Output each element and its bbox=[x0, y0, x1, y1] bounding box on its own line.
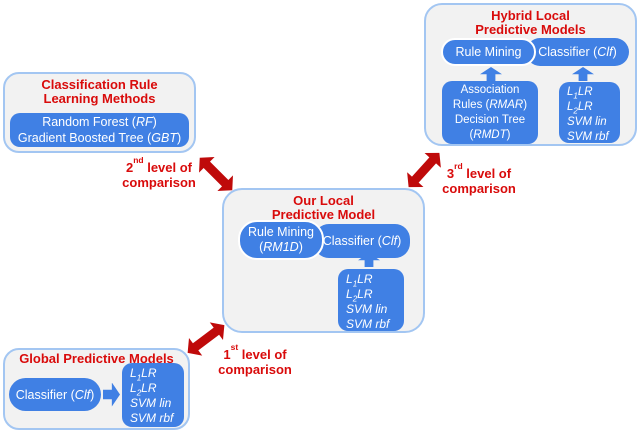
hybrid-title-line2: Predictive Models bbox=[475, 22, 586, 37]
rule-option-rmdt: (RMDT) bbox=[469, 129, 511, 141]
classification-rule-learning-box: Classification Rule Learning Methods Ran… bbox=[3, 72, 196, 153]
clf-option-svm-rbf: SVM rbf bbox=[346, 317, 390, 331]
hybrid-classifier-options-list: L1LR L2LR SVM lin SVM rbf bbox=[559, 82, 620, 143]
global-models-box: Global Predictive Models Classifier (Clf… bbox=[3, 348, 190, 430]
clf-option-svm-lin: SVM lin bbox=[346, 302, 388, 316]
clf-option-svm-lin: SVM lin bbox=[130, 395, 172, 410]
rule-option-association: Association bbox=[460, 84, 520, 96]
hybrid-rule-options-list: Association Rules (RMAR) Decision Tree (… bbox=[442, 81, 538, 144]
global-title-line1: Global Predictive Models bbox=[19, 351, 174, 366]
method-gradient-boosted-tree: Gradient Boosted Tree (GBT) bbox=[17, 131, 182, 145]
global-pipeline-row: Classifier (Clf) L1LR L2LR SVM lin SVM r… bbox=[9, 362, 184, 427]
clf-option-l1lr: L1LR bbox=[346, 272, 373, 289]
comparison-arrow-level3 bbox=[407, 152, 441, 188]
label-level2-comparison: 2nd level of comparison bbox=[109, 154, 209, 190]
label-level1-comparison: 1st level of comparison bbox=[205, 341, 305, 377]
local-rule-mining-line1: Rule Mining bbox=[247, 225, 314, 239]
clf-option-l2lr: L2LR bbox=[346, 287, 373, 304]
right-arrow-icon bbox=[103, 382, 120, 407]
hybrid-local-models-box: Hybrid Local Predictive Models Classifie… bbox=[424, 3, 637, 146]
local-title-line2: Predictive Model bbox=[271, 207, 376, 222]
hybrid-classifier-pill: Classifier (Clf) bbox=[526, 38, 629, 66]
label-level2-line2: comparison bbox=[122, 175, 196, 190]
global-classifier-pill: Classifier (Clf) bbox=[9, 378, 101, 411]
global-classifier-options-list: L1LR L2LR SVM lin SVM rbf bbox=[122, 362, 184, 427]
comparison-arrow-level1 bbox=[187, 322, 225, 356]
local-box-title: Our Local Predictive Model bbox=[224, 190, 423, 222]
local-classifier-pill: Classifier (Clf) bbox=[314, 224, 410, 258]
local-pipeline-pills: Classifier (Clf) Rule Mining (RM1D) bbox=[238, 220, 410, 260]
hybrid-rule-mining-pill: Rule Mining bbox=[441, 38, 536, 66]
rule-option-decision-tree: Decision Tree bbox=[454, 114, 526, 126]
clf-option-svm-rbf: SVM rbf bbox=[130, 410, 174, 425]
comparison-arrow-level2 bbox=[199, 157, 233, 191]
label-level1-line2: comparison bbox=[218, 362, 292, 377]
label-level1-line1: 1st level of bbox=[223, 341, 287, 362]
global-box-title: Global Predictive Models bbox=[5, 350, 188, 366]
hybrid-title-line1: Hybrid Local bbox=[491, 8, 570, 23]
rule-option-rmar: Rules (RMAR) bbox=[452, 99, 528, 111]
label-level3-comparison: 3rd level of comparison bbox=[433, 160, 525, 196]
clf-option-l1lr: L1LR bbox=[130, 365, 157, 382]
method-random-forest: Random Forest (RF) bbox=[42, 115, 157, 129]
up-arrow-icon bbox=[572, 67, 594, 81]
clf-option-l2lr: L2LR bbox=[567, 101, 593, 116]
classification-methods-list: Random Forest (RF) Gradient Boosted Tree… bbox=[10, 113, 189, 147]
up-arrow-icon bbox=[480, 67, 502, 81]
clf-option-l1lr: L1LR bbox=[567, 86, 593, 101]
classification-title-line2: Learning Methods bbox=[43, 91, 156, 106]
clf-option-svm-lin: SVM lin bbox=[567, 116, 607, 128]
label-level3-line1: 3rd level of bbox=[446, 160, 512, 181]
label-level3-line2: comparison bbox=[442, 181, 516, 196]
classification-title-line1: Classification Rule bbox=[41, 77, 158, 92]
our-local-model-box: Our Local Predictive Model Classifier (C… bbox=[222, 188, 425, 333]
classification-box-title: Classification Rule Learning Methods bbox=[5, 74, 194, 106]
clf-option-svm-rbf: SVM rbf bbox=[567, 131, 609, 143]
hybrid-pipeline-pills: Classifier (Clf) Rule Mining bbox=[441, 38, 629, 66]
clf-option-l2lr: L2LR bbox=[130, 380, 157, 397]
local-rule-mining-line2: (RM1D) bbox=[259, 240, 303, 254]
hybrid-box-title: Hybrid Local Predictive Models bbox=[426, 5, 635, 37]
local-rule-mining-pill: Rule Mining (RM1D) bbox=[238, 220, 324, 260]
local-title-line1: Our Local bbox=[293, 193, 354, 208]
label-level2-line1: 2nd level of bbox=[125, 154, 193, 175]
local-classifier-options-list: L1LR L2LR SVM lin SVM rbf bbox=[338, 269, 404, 331]
